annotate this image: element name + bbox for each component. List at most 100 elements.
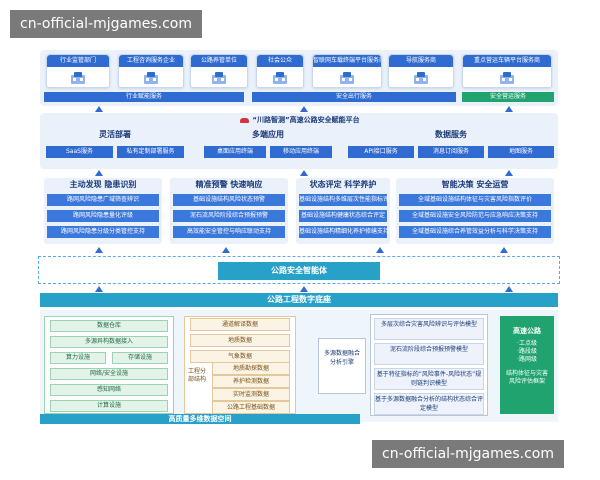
- highway-level-item: ·路段级: [517, 348, 537, 355]
- highway-title: 高速公路: [513, 327, 541, 335]
- service-card-title: 行业监管部门: [47, 55, 109, 67]
- government-building-icon: [71, 72, 85, 84]
- service-card: 智联网车载终端平台服务商: [312, 54, 382, 88]
- truck-icon: [500, 72, 514, 84]
- platform-panel: [40, 113, 558, 169]
- capability-heading: 精准预警 快速响应: [195, 180, 263, 189]
- warehouse-item: 算力设施: [50, 352, 106, 364]
- fusion-model: 基于特征指标的“风险事件-风险状态”规则链判识模型: [374, 368, 484, 390]
- up-arrow-icon: [505, 286, 513, 292]
- fusion-model: 多层次综合灾害风险辨识与评估模型: [374, 318, 484, 340]
- capability-item: 基础设施结构健康状态综合评定: [299, 210, 387, 222]
- engineering-item: 通道解译数据: [190, 318, 290, 331]
- up-arrow-icon: [222, 247, 230, 253]
- up-arrow-icon: [95, 286, 103, 292]
- capability-item: 全域基础设施安全风险防范与应急响应决策支持: [399, 210, 551, 222]
- capability-item: 路网风险隐患分级分类管控支持: [47, 226, 159, 238]
- capability-heading: 状态评定 科学养护: [309, 180, 377, 189]
- warehouse-item: 多源异构数据接入: [50, 336, 168, 348]
- highway-panel: 高速公路 ·工点级·路段级·路网级 结构体征与灾害风险评估框架: [500, 316, 554, 414]
- engineering-item: 实时监测数据: [212, 388, 290, 401]
- capability-heading: 智能决策 安全运营: [441, 180, 509, 189]
- platform-group-heading: 数据服务: [435, 130, 467, 139]
- road-maintenance-icon: [212, 72, 226, 84]
- platform-service-chip: API接口服务: [348, 146, 414, 158]
- capability-item: 路网风险隐患广域筛查辨识: [47, 194, 159, 206]
- service-card: 行业监管部门: [46, 54, 110, 88]
- capability-item: 泥石流风险阶段综合预报预警: [173, 210, 285, 222]
- highway-footer: 结构体征与灾害风险评估框架: [505, 370, 548, 385]
- up-arrow-icon: [505, 170, 513, 176]
- agent-dashed-region: [38, 256, 560, 284]
- warehouse-item: 计算设施: [50, 400, 168, 412]
- service-card: 导航服务商: [388, 54, 454, 88]
- watermark-bottom: cn-official-mjgames.com: [372, 440, 564, 468]
- capability-item: 全域基础设施结构体征与灾害风险指数评价: [399, 194, 551, 206]
- warehouse-item: 数据仓库: [50, 320, 168, 332]
- digital-base-bar: 公路工程数字底座: [40, 293, 558, 307]
- up-arrow-icon: [300, 106, 308, 112]
- engineering-item: 地质数据: [190, 334, 290, 347]
- service-card-title: 工程咨询服务企业: [119, 55, 183, 67]
- service-card-title: 社会公众: [257, 55, 303, 67]
- service-card: 社会公众: [256, 54, 304, 88]
- capability-item: 基础设施结构多维层次性能指标评定: [299, 194, 387, 206]
- engineering-item: 公路工程基础数据: [212, 401, 290, 414]
- travel-service-bar: 安全出行服务: [252, 92, 456, 102]
- platform-group-heading: 多端应用: [252, 130, 284, 139]
- platform-service-chip: 私有定制部署服务: [117, 146, 184, 158]
- warehouse-item: 网络/安全设施: [50, 368, 168, 380]
- highway-items: ·工点级·路段级·路网级: [500, 340, 554, 364]
- service-card: 工程咨询服务企业: [118, 54, 184, 88]
- platform-service-chip: 移动应用终端: [270, 146, 332, 158]
- capability-item: 基础设施结构风险状态预警: [173, 194, 285, 206]
- platform-title: “川路智测”高速公路安全赋能平台: [190, 115, 410, 125]
- warehouse-item: 感知网络: [50, 384, 168, 396]
- navigation-icon: [414, 72, 428, 84]
- people-icon: [273, 72, 287, 84]
- fusion-engine-box: 多源数据融合分析引擎: [318, 338, 366, 394]
- warehouse-item: 存储设施: [112, 352, 168, 364]
- platform-service-chip: 消息订阅服务: [418, 146, 484, 158]
- vehicle-terminal-icon: [340, 72, 354, 84]
- capability-item: 基础设施结构精细化养护修缮支持: [299, 226, 387, 238]
- platform-title-text: “川路智测”高速公路安全赋能平台: [252, 116, 360, 124]
- capability-heading: 主动发现 隐患识别: [69, 180, 137, 189]
- up-arrow-icon: [376, 247, 384, 253]
- platform-service-chip: SaaS服务: [46, 146, 113, 158]
- safety-agent-box: 公路安全智能体: [218, 262, 380, 280]
- industry-service-bar: 行业赋能服务: [44, 92, 244, 102]
- engineering-item: 地质勘探数据: [212, 362, 290, 375]
- platform-service-chip: 桌面应用终端: [204, 146, 266, 158]
- up-arrow-icon: [95, 106, 103, 112]
- service-card-title: 智联网车载终端平台服务商: [313, 55, 381, 67]
- data-warehouse-box: [44, 316, 174, 414]
- capability-item: 路网风险隐患量化评级: [47, 210, 159, 222]
- capability-item: 高效能安全管控与响应联动支持: [173, 226, 285, 238]
- up-arrow-icon: [300, 170, 308, 176]
- service-card: 公路养管单位: [190, 54, 248, 88]
- building-icon: [144, 72, 158, 84]
- service-card-title: 重点营运车辆平台服务商: [463, 55, 551, 67]
- up-arrow-icon: [300, 286, 308, 292]
- data-space-bar: 高质量多维数据空间: [40, 414, 360, 424]
- operation-service-bar: 安全营运服务: [462, 92, 554, 102]
- up-arrow-icon: [95, 170, 103, 176]
- highway-level-item: ·工点级: [517, 340, 537, 347]
- platform-logo-icon: [240, 117, 250, 123]
- service-card-title: 公路养管单位: [191, 55, 247, 67]
- fusion-model: 基于多源数据融合分析的结构状态综合评定模型: [374, 393, 484, 415]
- up-arrow-icon: [95, 247, 103, 253]
- up-arrow-icon: [505, 106, 513, 112]
- engineering-item: 养护检测数据: [212, 375, 290, 388]
- service-card-title: 导航服务商: [389, 55, 453, 67]
- service-card: 重点营运车辆平台服务商: [462, 54, 552, 88]
- fusion-model: 泥石流阶段综合预报预警模型: [374, 343, 484, 365]
- platform-service-chip: 地图服务: [488, 146, 554, 158]
- platform-group-heading: 灵活部署: [99, 130, 131, 139]
- highway-level-item: ·路网级: [517, 356, 537, 363]
- engineering-side-label: 工程分部结构: [188, 368, 207, 383]
- capability-item: 全域基础设施综合养管效益分析与科学决策支持: [399, 226, 551, 238]
- watermark-top: cn-official-mjgames.com: [10, 10, 202, 38]
- up-arrow-icon: [500, 247, 508, 253]
